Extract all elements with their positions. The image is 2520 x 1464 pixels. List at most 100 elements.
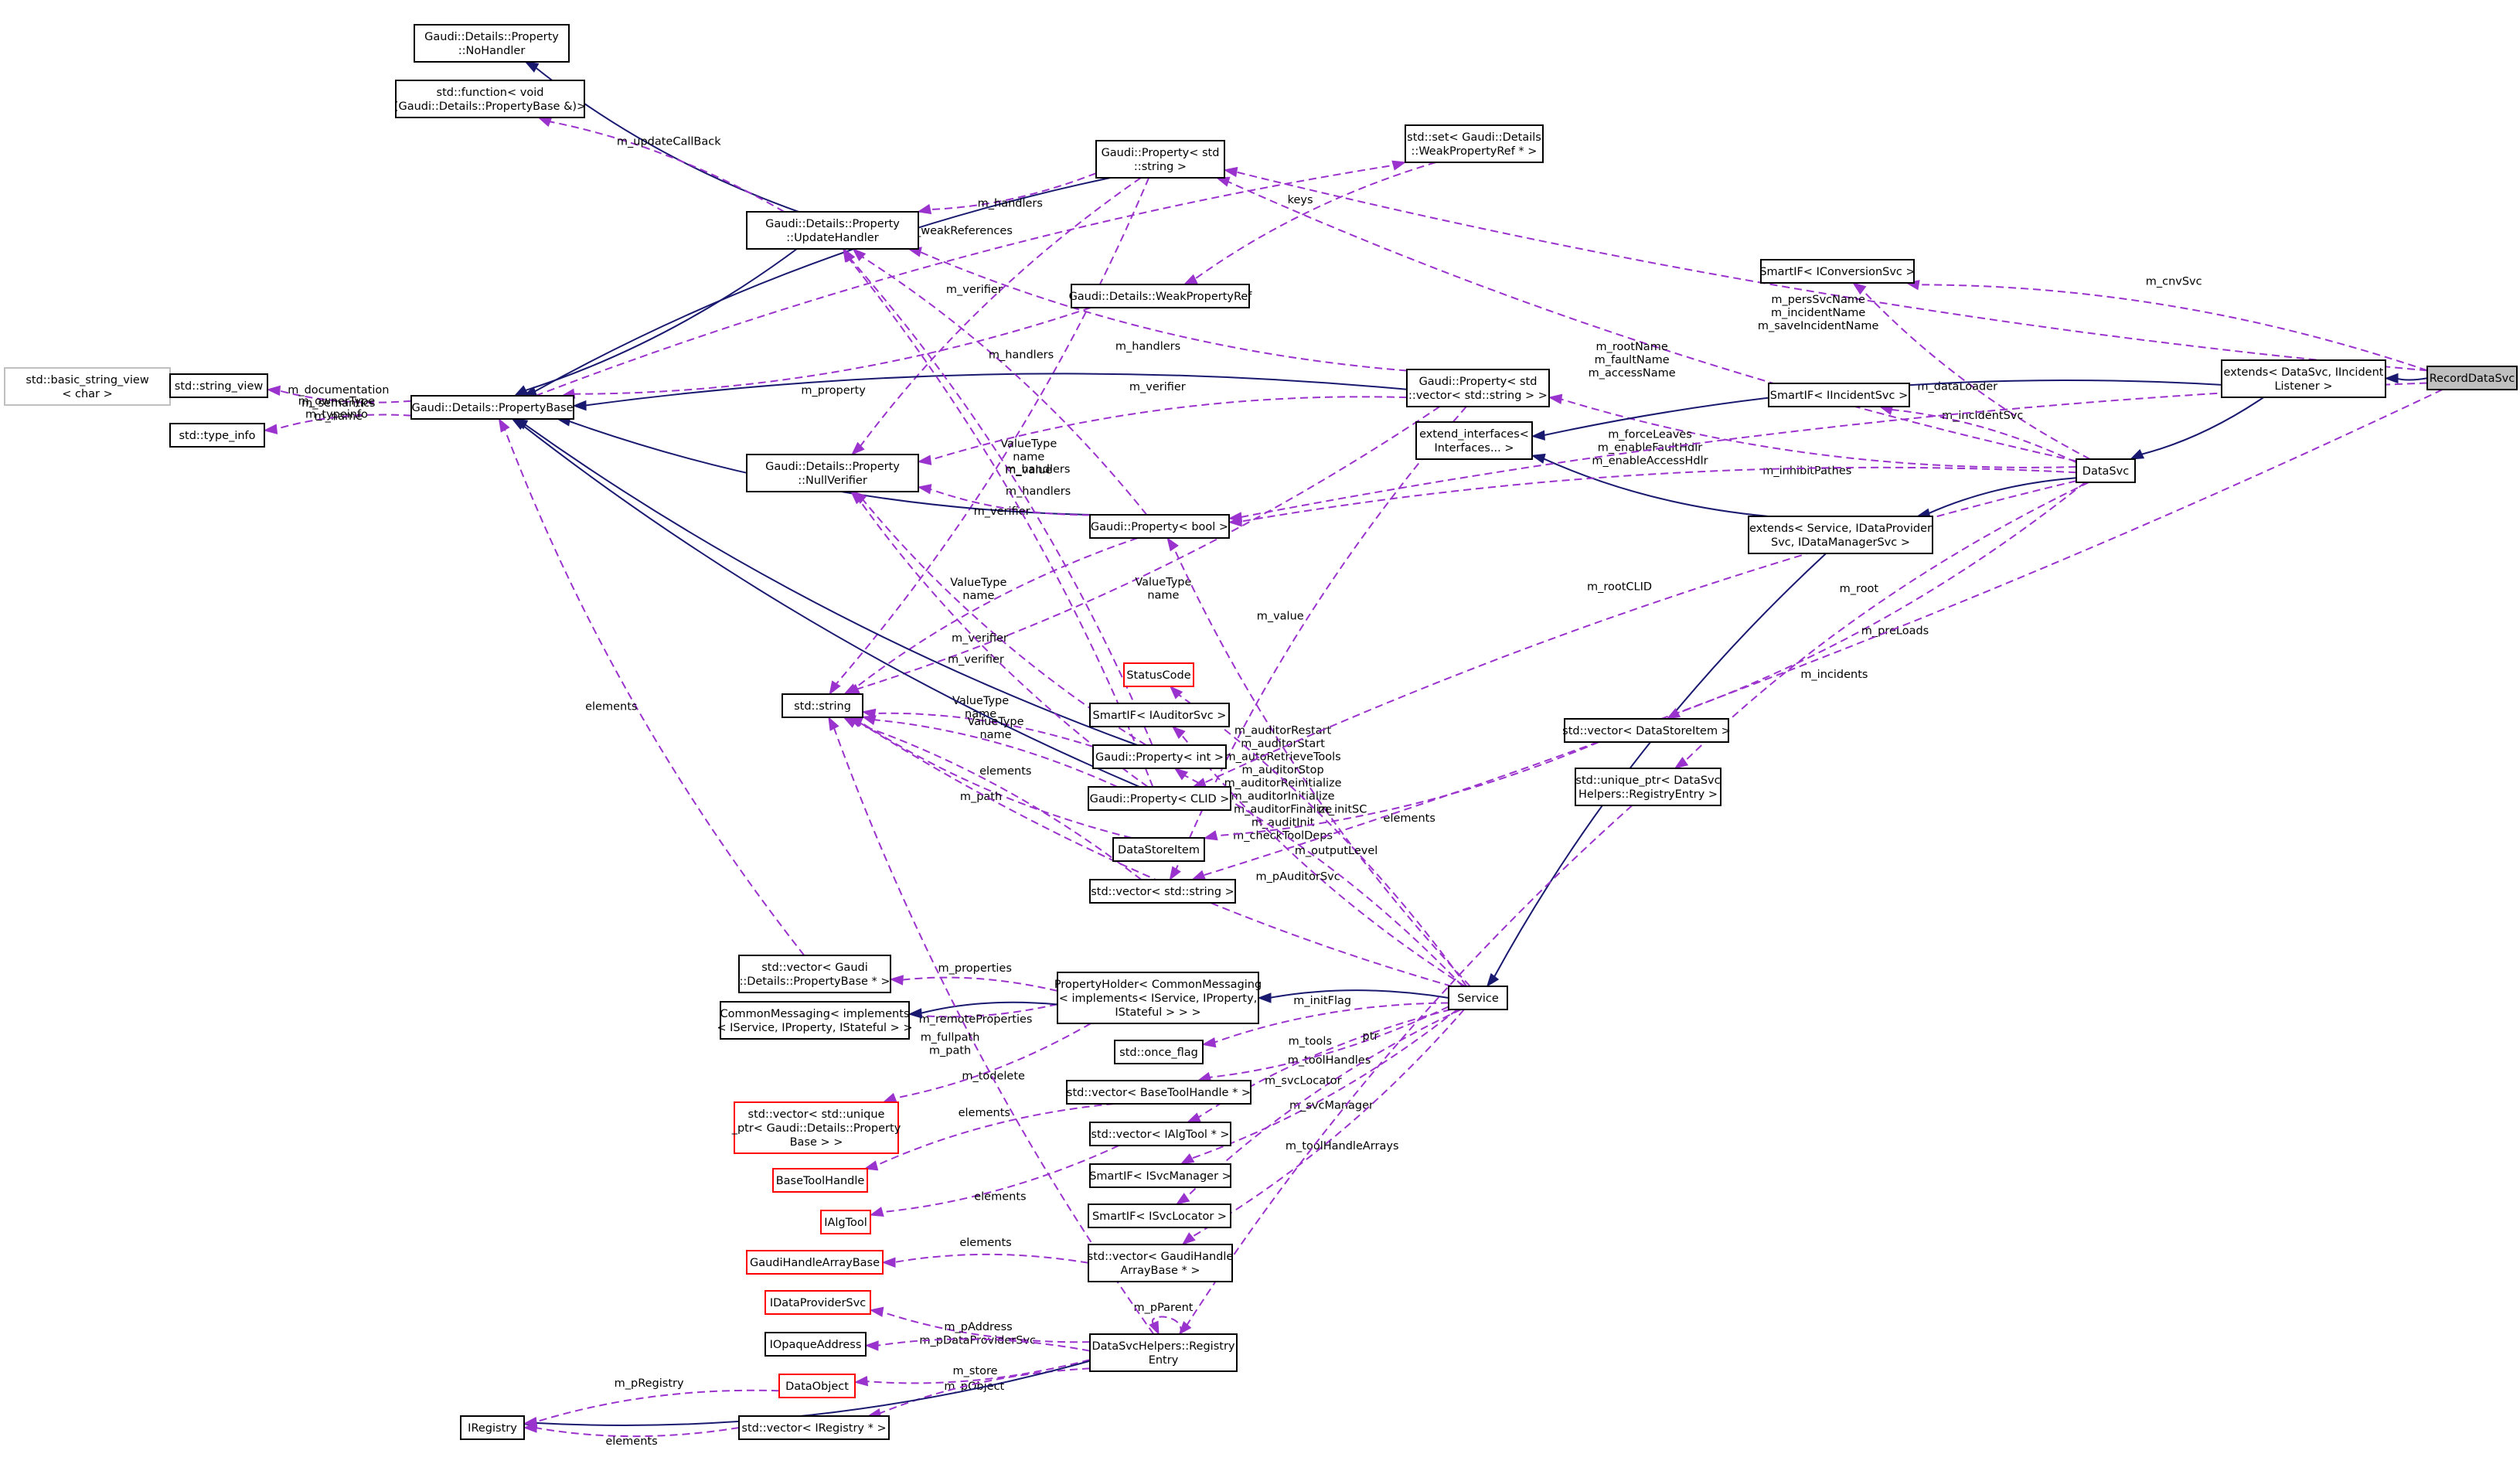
- edge-label: m_remoteProperties: [919, 1013, 1033, 1026]
- edge-label: m_verifier: [948, 654, 1004, 666]
- node-label: std::string: [794, 700, 851, 713]
- node-IOpaqueAddress[interactable]: IOpaqueAddress: [765, 1332, 867, 1357]
- edge-label: m_handlers: [989, 349, 1054, 362]
- node-SmartIFSvcManager[interactable]: SmartIF< ISvcManager >: [1089, 1163, 1231, 1188]
- edge-RecordDataSvc-to-SmartIFConv: m_cnvSvc: [1905, 276, 2428, 372]
- node-IRegistry[interactable]: IRegistry: [460, 1415, 525, 1440]
- node-label-line: std::vector< Gaudi: [761, 962, 868, 974]
- node-SmartIFIncident[interactable]: SmartIF< IIncidentSvc >: [1768, 383, 1910, 407]
- node-label-line: Gaudi::Property< int >: [1095, 751, 1224, 764]
- edge-RegistryEntry-to-IDataProviderSvc: m_pDataProviderSvc: [869, 1306, 1091, 1347]
- edge-line: [880, 1310, 1091, 1343]
- node-ExtendInterfaces[interactable]: extend_interfaces<Interfaces... >: [1415, 421, 1533, 460]
- edge-VecPropBase-to-PropertyBase: elements: [498, 417, 805, 956]
- node-PropInt[interactable]: Gaudi::Property< int >: [1092, 744, 1227, 769]
- edge-line: [853, 721, 1143, 880]
- node-PropertyBase[interactable]: Gaudi::Details::PropertyBase: [410, 395, 574, 420]
- node-RecordDataSvc[interactable]: RecordDataSvc: [2426, 366, 2518, 390]
- node-box: [734, 1101, 899, 1154]
- node-StatusCode[interactable]: StatusCode: [1123, 662, 1194, 687]
- edge-arrowhead: [524, 61, 540, 73]
- edge-PropBool-to-NullVerifier: m_verifier: [917, 484, 1091, 518]
- edge-label: m_pAddress: [944, 1321, 1012, 1333]
- edge-label-line: elements: [979, 765, 1031, 778]
- node-box: [414, 24, 570, 63]
- edge-line: [533, 177, 1111, 393]
- edge-label-line: m_property: [801, 385, 866, 397]
- node-IAlgTool[interactable]: IAlgTool: [820, 1210, 871, 1234]
- node-Service[interactable]: Service: [1448, 986, 1508, 1010]
- node-VecString[interactable]: std::vector< std::string >: [1089, 879, 1236, 904]
- edge-PropVecString-to-StdString: ValueType name: [845, 406, 1441, 695]
- node-label: extend_interfaces<Interfaces... >: [1419, 428, 1529, 455]
- node-SmartIFConv[interactable]: SmartIF< IConversionSvc >: [1759, 259, 1916, 284]
- edge-line: [873, 719, 1118, 788]
- edge-line: [860, 255, 1148, 516]
- node-StdFunction[interactable]: std::function< void(Gaudi::Details::Prop…: [394, 80, 586, 118]
- node-CommonMessaging[interactable]: CommonMessaging< implements< IService, I…: [717, 1001, 913, 1040]
- node-PropCLID[interactable]: Gaudi::Property< CLID >: [1088, 786, 1231, 811]
- node-label-line: std::basic_string_view: [26, 374, 149, 386]
- edge-label-line: ValueType: [1135, 576, 1191, 588]
- node-VecUniquePtr[interactable]: std::vector< std::unique_ptr< Gaudi::Det…: [731, 1101, 901, 1154]
- node-SmartIFAuditor[interactable]: SmartIF< IAuditorSvc >: [1089, 703, 1230, 727]
- node-box: [772, 1168, 868, 1193]
- node-PropString[interactable]: Gaudi::Property< std::string >: [1095, 140, 1225, 179]
- node-VecDataStoreItem[interactable]: std::vector< DataStoreItem >: [1562, 718, 1731, 743]
- edge-label-line: elements: [1384, 812, 1435, 825]
- node-SmartIFSvcLocator[interactable]: SmartIF< ISvcLocator >: [1088, 1204, 1231, 1228]
- node-BasicStringView[interactable]: std::basic_string_view< char >: [4, 367, 171, 406]
- edge-UpdateHandler-to-StdFunction: m_updateCallBack: [537, 117, 785, 213]
- node-VecIRegistry[interactable]: std::vector< IRegistry * >: [738, 1415, 890, 1440]
- edge-label: m_path: [960, 791, 1002, 803]
- node-WeakPropertyRef[interactable]: Gaudi::Details::WeakPropertyRef: [1069, 284, 1253, 308]
- edge-Service-to-StatusCode: m_initSC: [1169, 685, 1467, 987]
- node-GaudiHandleArrayBase[interactable]: GaudiHandleArrayBase: [746, 1250, 884, 1275]
- edge-line: [523, 248, 798, 392]
- node-NullVerifier[interactable]: Gaudi::Details::Property::NullVerifier: [746, 454, 919, 492]
- node-label-line: PropertyHolder< CommonMessaging: [1054, 979, 1262, 991]
- node-NoHandler[interactable]: Gaudi::Details::Property::NoHandler: [414, 24, 570, 63]
- node-StdString[interactable]: std::string: [782, 693, 863, 718]
- node-label: IOpaqueAddress: [770, 1339, 862, 1351]
- edge-label-line: m_handlers: [1006, 485, 1071, 498]
- edge-label: m_svcManager: [1289, 1100, 1374, 1112]
- node-TypeInfo[interactable]: std::type_info: [169, 423, 265, 448]
- node-VecIAlgTool[interactable]: std::vector< IAlgTool * >: [1089, 1122, 1231, 1146]
- edge-label: m_verifier: [974, 506, 1030, 518]
- node-StringView[interactable]: std::string_view: [169, 373, 268, 398]
- node-VecPropBase[interactable]: std::vector< Gaudi::Details::PropertyBas…: [738, 955, 891, 993]
- edge-label-line: name: [962, 590, 994, 602]
- node-OnceFlag[interactable]: std::once_flag: [1114, 1040, 1204, 1064]
- node-UpdateHandler[interactable]: Gaudi::Details::Property::UpdateHandler: [746, 211, 919, 250]
- edge-line: [535, 164, 1395, 397]
- node-label-line: std::type_info: [179, 430, 255, 442]
- node-VecBaseToolHandle[interactable]: std::vector< BaseToolHandle * >: [1066, 1080, 1251, 1105]
- node-SetWeakRef[interactable]: std::set< Gaudi::Details::WeakPropertyRe…: [1405, 124, 1544, 163]
- edge-label-line: m_pParent: [1134, 1302, 1194, 1314]
- node-BaseToolHandle[interactable]: BaseToolHandle: [772, 1168, 868, 1193]
- node-DataStoreItem[interactable]: DataStoreItem: [1112, 837, 1205, 862]
- edge-label-line: m_handlers: [1115, 340, 1180, 352]
- edge-label: m_tools: [1289, 1036, 1332, 1048]
- node-label-line: CommonMessaging< implements: [720, 1008, 910, 1020]
- node-PropVecString[interactable]: Gaudi::Property< std::vector< std::strin…: [1406, 369, 1550, 407]
- edge-PropertyHolder-to-VecUniquePtr: m_todelete: [882, 1023, 1091, 1103]
- node-DataObject[interactable]: DataObject: [778, 1374, 856, 1398]
- node-PropBool[interactable]: Gaudi::Property< bool >: [1089, 514, 1230, 539]
- edge-arrowhead: [1203, 830, 1218, 841]
- node-IDataProviderSvc[interactable]: IDataProviderSvc: [765, 1290, 871, 1315]
- node-PropertyHolder[interactable]: PropertyHolder< CommonMessaging< impleme…: [1054, 972, 1262, 1024]
- edge-arrowhead: [1178, 1321, 1192, 1336]
- node-DataSvc[interactable]: DataSvc: [2076, 458, 2136, 483]
- edge-arrowhead: [843, 683, 858, 695]
- node-label-line: Listener >: [2274, 380, 2332, 393]
